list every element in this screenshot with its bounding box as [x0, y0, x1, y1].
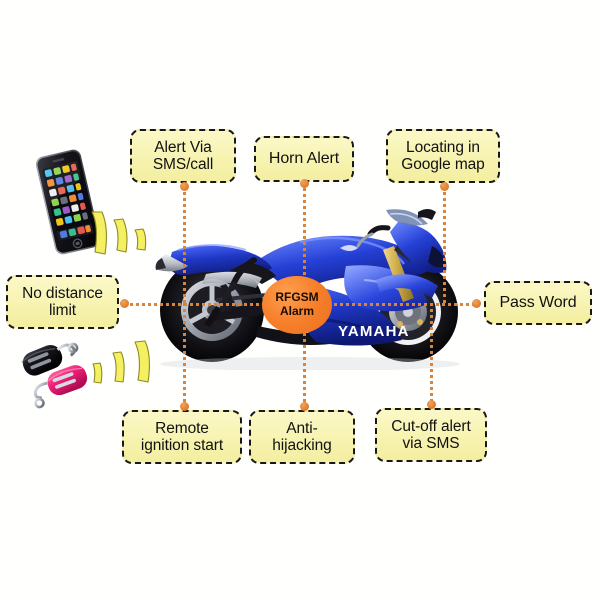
- node-remote-ignition: [180, 402, 189, 411]
- rfgsm-alarm-hub: RFGSM Alarm: [262, 276, 332, 334]
- node-google-map: [440, 182, 449, 191]
- label-no-distance-limit[interactable]: No distance limit: [6, 275, 119, 329]
- motorcycle-illustration: YAMAHA: [155, 209, 460, 370]
- label-pass-word[interactable]: Pass Word: [484, 281, 592, 325]
- node-horn-alert: [300, 179, 309, 188]
- smartphone-illustration: [36, 149, 100, 255]
- connector-remote-ignition: [183, 303, 186, 407]
- connector-google-map: [443, 186, 446, 306]
- label-alert-via-sms-call[interactable]: Alert Via SMS/call: [130, 129, 236, 183]
- node-no-distance-limit: [120, 299, 129, 308]
- yamaha-wordmark: YAMAHA: [338, 323, 410, 340]
- connector-alert-sms: [183, 186, 186, 306]
- node-anti-hijacking: [300, 402, 309, 411]
- hub-line-1: RFGSM: [275, 290, 319, 305]
- node-cut-off-alert: [427, 400, 436, 409]
- remote-key-pink: [33, 365, 88, 409]
- hub-line-2: Alarm: [279, 304, 314, 318]
- remote-key-black: [21, 342, 79, 376]
- label-anti-hijacking[interactable]: Anti- hijacking: [249, 410, 355, 464]
- signal-waves-remote: [92, 340, 151, 384]
- signal-waves-phone: [91, 211, 147, 255]
- connector-anti-hijacking: [303, 303, 306, 407]
- node-pass-word: [472, 299, 481, 308]
- label-cut-off-alert-via-sms[interactable]: Cut-off alert via SMS: [375, 408, 487, 462]
- label-horn-alert[interactable]: Horn Alert: [254, 136, 354, 182]
- connector-cut-off-alert: [430, 303, 433, 407]
- connector-horn-alert: [303, 182, 306, 306]
- label-locating-in-google-map[interactable]: Locating in Google map: [386, 129, 500, 183]
- node-alert-sms: [180, 182, 189, 191]
- remote-key-fobs-illustration: [21, 342, 88, 409]
- label-remote-ignition-start[interactable]: Remote ignition start: [122, 410, 242, 464]
